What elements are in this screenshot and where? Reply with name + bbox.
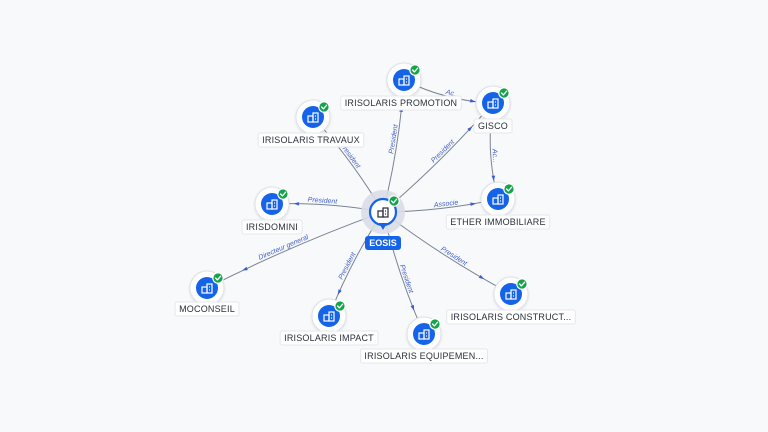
edge-arrow-icon [293,202,300,206]
edge-arrow-icon [242,266,248,271]
building-icon [398,75,410,86]
edge-label: President [430,138,457,165]
building-icon [307,112,319,123]
building-icon [505,289,517,300]
node-label: IRISOLARIS TRAVAUX [257,132,365,148]
edge-label: President [398,264,414,295]
node-label-text: IRISDOMINI [246,222,298,232]
center-label: EOSIS [365,236,401,250]
node-label-text: IRISOLARIS EQUIPEMEN... [364,351,483,361]
checkmark-icon [409,64,421,76]
building-icon [418,329,430,340]
checkmark-icon [498,87,510,99]
center-node[interactable]: EOSIS [361,190,405,250]
center-label-box [365,236,401,250]
node-label: IRISOLARIS PROMOTION [340,95,462,111]
node-label-text: IRISOLARIS IMPACT [284,333,374,343]
center-pointer-icon [379,223,387,230]
edge-label: Ac... [444,89,460,100]
node-label-text: ETHER IMMOBILIARE [450,217,545,227]
edges-layer: PresidentPresidentPresidentPresidentAsso… [206,79,512,335]
edge-arrow-icon [467,126,473,132]
edge-arrow-icon [470,202,476,206]
checkmark-icon [212,272,224,284]
building-icon [201,283,213,294]
node-impact[interactable]: IRISOLARIS IMPACT [279,298,379,346]
node-label: ETHER IMMOBILIARE [445,214,551,230]
node-label: IRISOLARIS IMPACT [279,330,379,346]
node-label-box [241,219,303,235]
node-label-box [257,132,365,148]
edge-arrow-icon [469,98,476,103]
node-irisdomini[interactable]: IRISDOMINI [241,186,303,235]
edge-label: President [338,251,358,281]
edge-arrow-icon [410,304,414,311]
node-label: IRISOLARIS CONSTRUCT... [446,309,576,325]
node-equipement[interactable]: IRISOLARIS EQUIPEMEN... [359,316,489,364]
edge-line [206,211,384,289]
building-icon [323,311,335,322]
building-icon [377,207,389,218]
node-label-text: GISCO [478,121,508,131]
node-label: MOCONSEIL [174,301,240,317]
center-label-text: EOSIS [369,238,397,248]
node-label-box [279,330,379,346]
building-icon [487,98,499,109]
node-label: IRISOLARIS EQUIPEMEN... [359,348,489,364]
node-label: IRISDOMINI [241,219,303,235]
edge-label: Associe [433,199,459,209]
edge-arrow-icon [478,274,485,280]
checkmark-icon [277,188,289,200]
checkmark-icon [503,183,515,195]
edge-arrow-icon [337,289,342,295]
edge-arrow-icon [491,175,496,182]
checkmark-icon [334,300,346,312]
node-ether[interactable]: ETHER IMMOBILIARE [445,181,551,230]
edge-label: President [439,246,469,268]
node-gisco[interactable]: GISCO [473,85,513,134]
node-label-text: MOCONSEIL [179,304,235,314]
node-label-box [174,301,240,317]
checkmark-icon [429,318,441,330]
edge-label: President [388,123,400,154]
building-icon [492,194,504,205]
node-travaux[interactable]: IRISOLARIS TRAVAUX [257,99,365,148]
node-label-box [445,214,551,230]
building-icon [266,199,278,210]
checkmark-icon [516,278,528,290]
edge-label: Directeur general [258,234,310,262]
node-label-box [446,309,576,325]
node-label-text: IRISOLARIS PROMOTION [345,98,458,108]
edge-label: Ac... [490,148,498,163]
node-promotion[interactable]: IRISOLARIS PROMOTION [340,62,462,111]
node-label-box [359,348,489,364]
node-moconseil[interactable]: MOCONSEIL [174,270,240,317]
node-label-box [473,118,513,134]
node-construct[interactable]: IRISOLARIS CONSTRUCT... [446,276,576,325]
node-label-text: IRISOLARIS CONSTRUCT... [451,312,572,322]
node-label-box [340,95,462,111]
edge-label: President [307,197,338,206]
nodes-layer: IRISOLARIS PROMOTION GISCO IRISOLARIS TRAV… [174,62,576,364]
checkmark-icon [388,195,400,207]
node-label-text: IRISOLARIS TRAVAUX [262,135,360,145]
checkmark-icon [318,101,330,113]
node-label: GISCO [473,118,513,134]
